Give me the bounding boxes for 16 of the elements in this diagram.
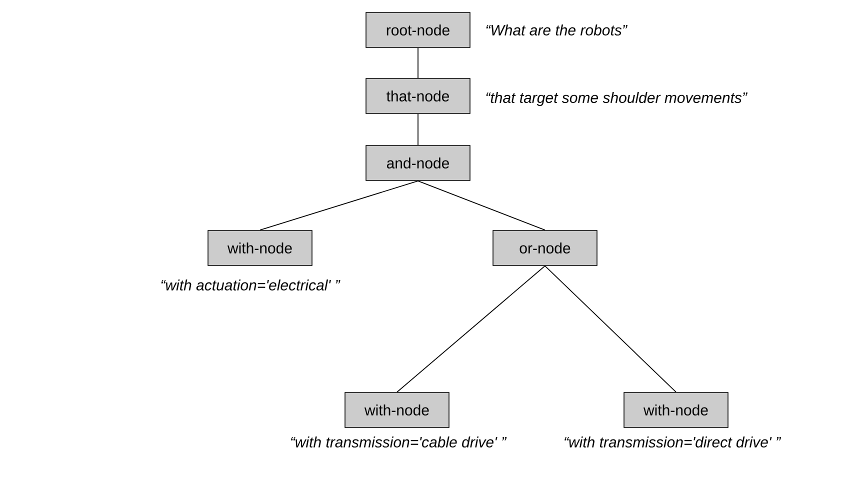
connector-line [396, 265, 546, 393]
process-box: with-node [624, 392, 728, 428]
process-box: root-node [366, 12, 470, 48]
node-caption: “with transmission='direct drive' ” [564, 436, 782, 448]
node-caption: “with transmission='cable drive' ” [290, 436, 507, 448]
process-box: or-node [492, 230, 598, 266]
process-box: and-node [366, 145, 470, 181]
connector-line [260, 180, 418, 231]
node-caption: “that target some shoulder movements” [486, 92, 748, 106]
connector-line [544, 265, 676, 393]
process-box: that-node [366, 78, 470, 114]
process-box: with-node [208, 230, 312, 266]
connector-line [418, 180, 546, 231]
node-caption: “with actuation='electrical' ” [161, 280, 340, 290]
process-box: with-node [344, 392, 450, 428]
node-caption: “What are the robots” [486, 24, 628, 36]
